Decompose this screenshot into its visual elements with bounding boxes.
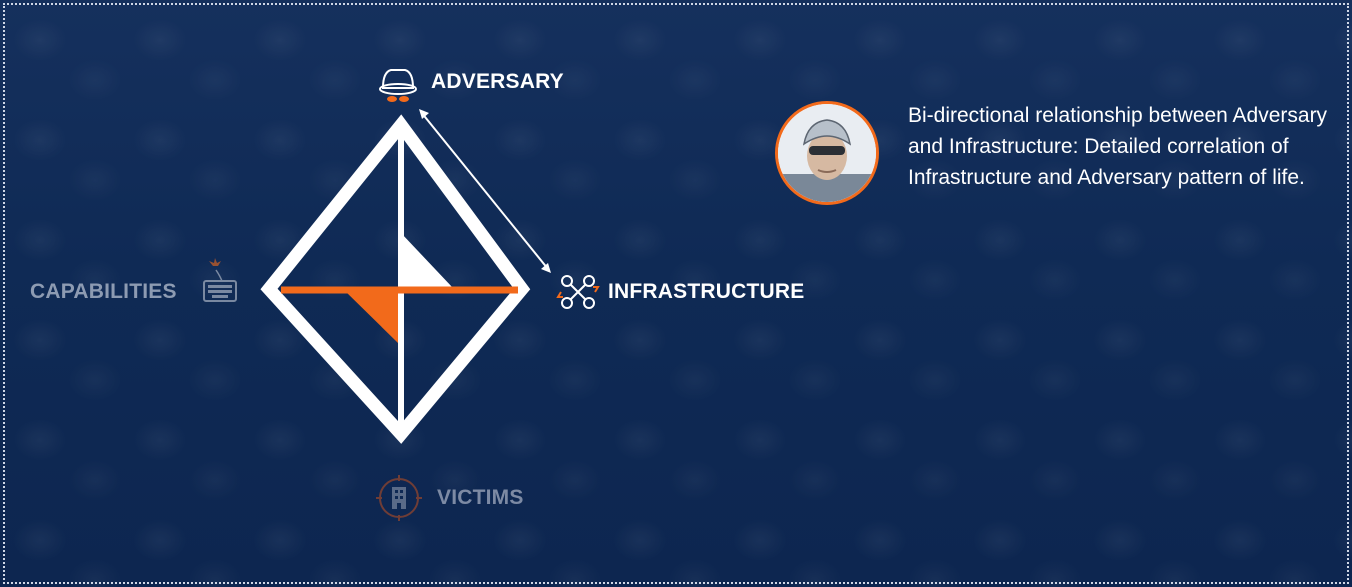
capabilities-label: CAPABILITIES [30,280,177,303]
network-nodes-icon [556,275,600,309]
diamond-outline [260,114,531,444]
adversary-label: ADVERSARY [431,70,564,93]
infrastructure-label: INFRASTRUCTURE [608,280,805,303]
avatar [775,101,879,205]
adversary-infrastructure-highlight [401,233,453,288]
keyboard-icon [203,258,237,302]
relationship-description: Bi-directional relationship between Adve… [908,104,1328,189]
cyclist-avatar [778,104,876,202]
building-target-icon [376,475,422,521]
capabilities-victims-highlight [344,290,398,343]
bidirectional-arrow [419,109,551,273]
spy-hat-icon [379,69,417,102]
victims-label: VICTIMS [437,486,524,509]
